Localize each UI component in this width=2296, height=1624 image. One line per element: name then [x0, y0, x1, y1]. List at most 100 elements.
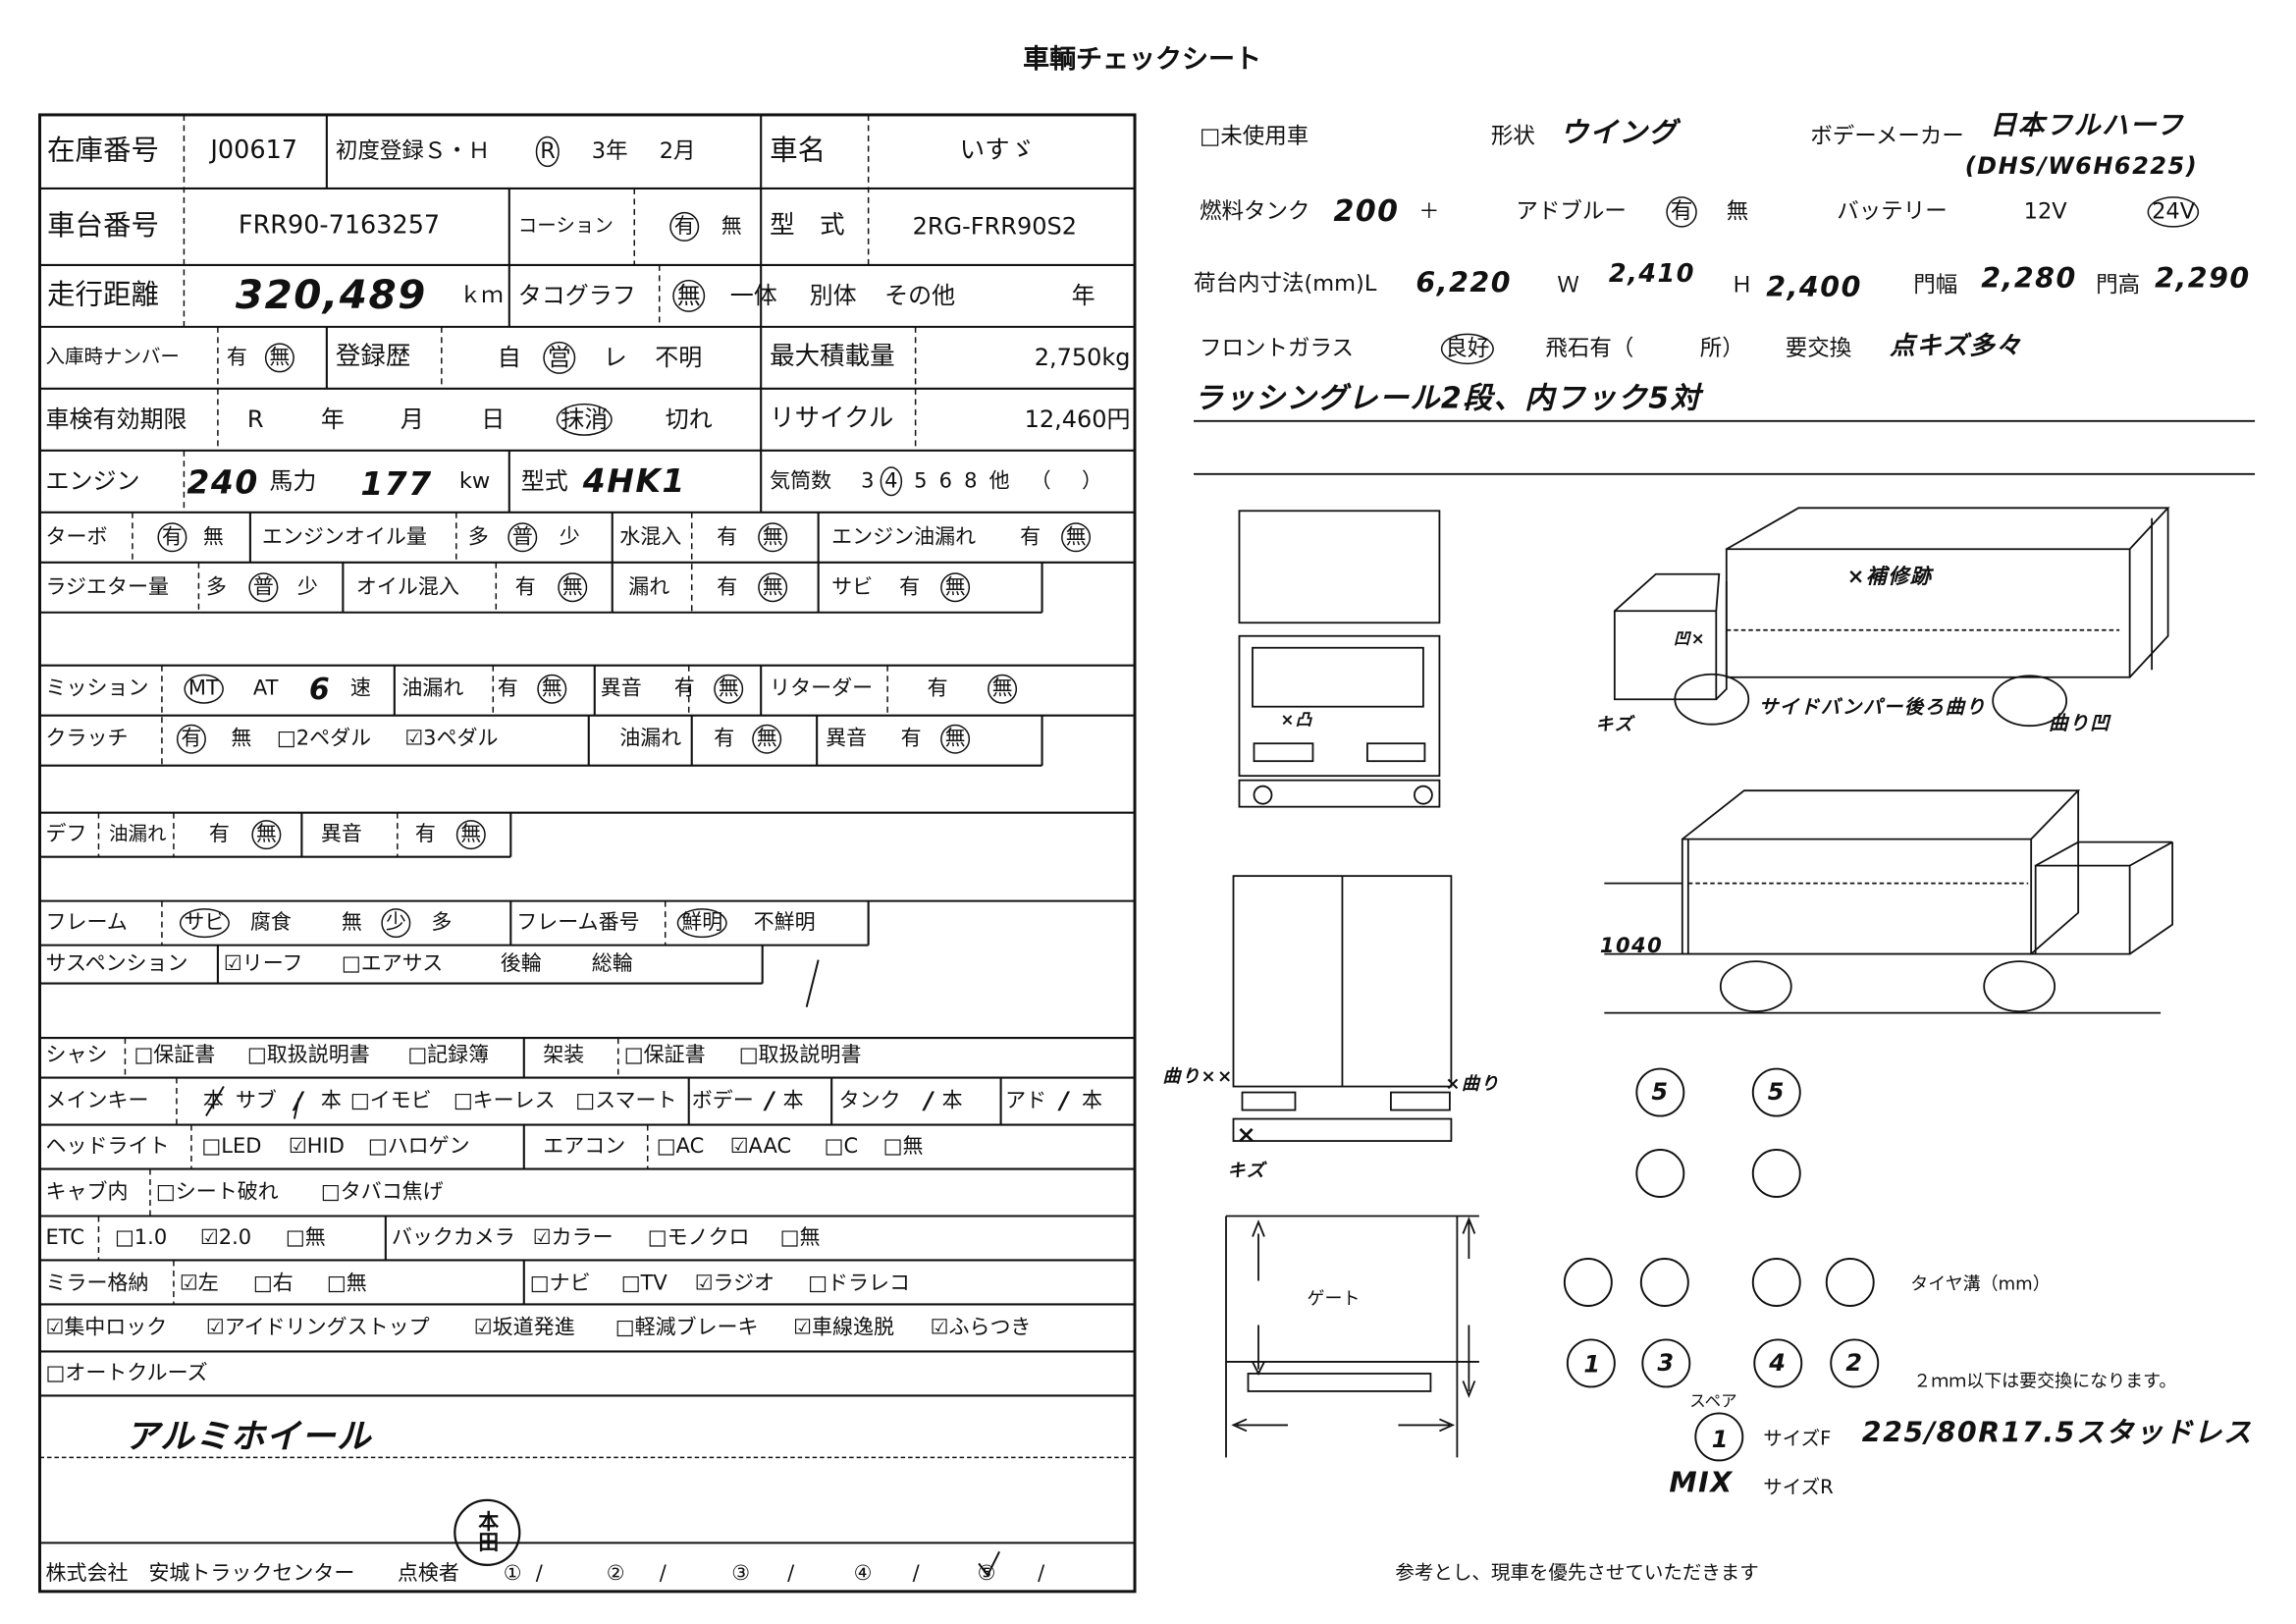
suspension-leaf[interactable]: ☑リーフ [224, 954, 303, 975]
checkbox-option[interactable]: ☑HID [289, 1137, 345, 1158]
battery-option: 12V [2023, 197, 2067, 225]
spare-tire: 1 [1711, 1425, 1731, 1453]
checkbox-option[interactable]: □取扱説明書 [247, 1046, 370, 1066]
checkbox-option[interactable]: □右 [253, 1273, 294, 1294]
checkbox[interactable]: □ [738, 1044, 759, 1068]
checkbox[interactable]: □ [349, 1089, 370, 1113]
checkbox[interactable]: ☑ [473, 1316, 493, 1340]
checkbox-option[interactable]: ☑アイドリングストップ [206, 1318, 430, 1338]
checkbox[interactable]: □ [824, 1135, 844, 1160]
checkbox[interactable]: ☑ [729, 1135, 749, 1160]
checkbox-option[interactable]: □取扱説明書 [739, 1046, 862, 1066]
checkbox[interactable]: □ [367, 1135, 388, 1160]
leak-option: 無 [758, 572, 788, 603]
checkbox-option[interactable]: ☑集中ロック [45, 1318, 167, 1338]
checkbox[interactable]: □ [656, 1135, 676, 1160]
checkbox-option[interactable]: □無 [883, 1137, 924, 1158]
checkbox[interactable]: □ [320, 1180, 341, 1205]
checkbox[interactable]: □ [1200, 123, 1221, 150]
checkbox-label: ナビ [549, 1272, 591, 1296]
checkbox[interactable]: □ [285, 1226, 305, 1250]
checkbox-option[interactable]: □タバコ焦げ [321, 1182, 444, 1203]
checkbox-option[interactable]: ☑カラー [533, 1227, 614, 1248]
checkbox[interactable]: □ [614, 1316, 635, 1340]
checkbox[interactable]: ☑ [793, 1316, 813, 1340]
checkbox-option[interactable]: □無 [286, 1227, 326, 1248]
checkbox-option[interactable]: ☑ふらつき [931, 1318, 1032, 1338]
checkbox[interactable]: □ [647, 1226, 667, 1250]
checkbox[interactable]: □ [45, 1361, 66, 1385]
frame-option: 腐食 [249, 911, 292, 936]
checkbox-label: モノクロ [667, 1226, 750, 1250]
checkbox[interactable]: □ [341, 952, 361, 977]
checkbox-option[interactable]: ☑左 [180, 1273, 219, 1294]
checkbox[interactable]: □ [133, 1044, 154, 1068]
checkbox-option[interactable]: □シート破れ [156, 1182, 279, 1203]
checkbox-option[interactable]: □保証書 [133, 1046, 215, 1066]
checkbox[interactable]: □ [276, 727, 296, 751]
checkbox-option[interactable]: □無 [327, 1273, 367, 1294]
checkbox-option[interactable]: □ナビ [530, 1273, 591, 1294]
checkbox-option[interactable]: □1.0 [115, 1227, 167, 1248]
checkbox-option[interactable]: □モノクロ [648, 1227, 750, 1248]
checkbox[interactable]: □ [623, 1044, 644, 1068]
checkbox-option[interactable]: □ドラレコ [808, 1273, 910, 1294]
checkbox[interactable]: ☑ [930, 1316, 949, 1340]
checkbox[interactable]: □ [326, 1272, 347, 1296]
checkbox-option[interactable]: □記録簿 [407, 1046, 489, 1066]
engine-oil-option: 多 [467, 525, 489, 550]
company-name: 株式会社 安城トラックセンター [45, 1561, 355, 1586]
right-side-view-diagram [1613, 507, 2170, 728]
battery-label: バッテリー [1837, 197, 1948, 225]
checkbox[interactable]: □ [114, 1226, 134, 1250]
checkbox-option[interactable]: ☑AAC [730, 1137, 791, 1158]
checkbox-option[interactable]: □TV [621, 1273, 667, 1294]
checkbox[interactable]: ☑ [288, 1135, 307, 1160]
engine-oil-option: 少 [559, 525, 580, 550]
checkbox-option[interactable]: □LED [201, 1137, 261, 1158]
checkbox[interactable]: ☑ [205, 1316, 225, 1340]
checkbox-option[interactable]: ☑2.0 [200, 1227, 251, 1248]
clutch-3-pedal[interactable]: ☑3ペダル [404, 729, 498, 749]
checkbox[interactable]: ☑ [223, 952, 242, 977]
checkbox-option[interactable]: □C [825, 1137, 859, 1158]
checkbox-option[interactable]: ☑坂道発進 [474, 1318, 575, 1338]
checkbox[interactable]: □ [407, 1044, 428, 1068]
checkbox[interactable]: □ [882, 1135, 903, 1160]
side-note: ×補修跡 [1846, 565, 1933, 589]
checkbox[interactable]: □ [155, 1180, 176, 1205]
handwritten-check-ticks [205, 959, 1000, 1578]
checkbox-option[interactable]: ☑ラジオ [695, 1273, 774, 1294]
checkbox[interactable]: ☑ [199, 1226, 219, 1250]
unused-vehicle[interactable]: □未使用車 [1200, 123, 1308, 150]
checkbox-option[interactable]: □AC [657, 1137, 704, 1158]
checkbox[interactable]: □ [201, 1135, 222, 1160]
checkbox[interactable]: □ [252, 1272, 273, 1296]
checkbox-option[interactable]: □ハロゲン [368, 1137, 470, 1158]
checkbox-option[interactable]: □スマート [575, 1091, 676, 1111]
checkbox-option[interactable]: □保証書 [624, 1046, 706, 1066]
checkbox[interactable]: □ [575, 1089, 596, 1113]
checkbox[interactable]: □ [808, 1272, 828, 1296]
checkbox-option[interactable]: □キーレス [454, 1091, 556, 1111]
checkbox[interactable]: ☑ [179, 1272, 198, 1296]
checkbox[interactable]: □ [453, 1089, 473, 1113]
checkbox[interactable]: □ [529, 1272, 550, 1296]
checkbox-option[interactable]: □イモビ [350, 1091, 432, 1111]
auto-cruise[interactable]: □オートクルーズ [45, 1363, 207, 1383]
size-rear-label: サイズR [1763, 1477, 1834, 1500]
checkbox[interactable]: ☑ [532, 1226, 552, 1250]
checkbox[interactable]: □ [620, 1272, 641, 1296]
checkbox[interactable]: ☑ [694, 1272, 714, 1296]
checkbox[interactable]: ☑ [45, 1316, 65, 1340]
checkbox[interactable]: □ [246, 1044, 267, 1068]
checkbox-option[interactable]: ☑車線逸脱 [793, 1318, 894, 1338]
engine-leak-option: 有 [1020, 525, 1041, 550]
tire-rear: 1 [1583, 1349, 1602, 1379]
clutch-2-pedal[interactable]: □2ペダル [277, 729, 371, 749]
checkbox-option[interactable]: □軽減ブレーキ [615, 1318, 759, 1338]
checkbox[interactable]: □ [779, 1226, 800, 1250]
checkbox-option[interactable]: □無 [780, 1227, 821, 1248]
checkbox[interactable]: ☑ [404, 727, 424, 751]
suspension-air[interactable]: □エアサス [342, 954, 443, 975]
